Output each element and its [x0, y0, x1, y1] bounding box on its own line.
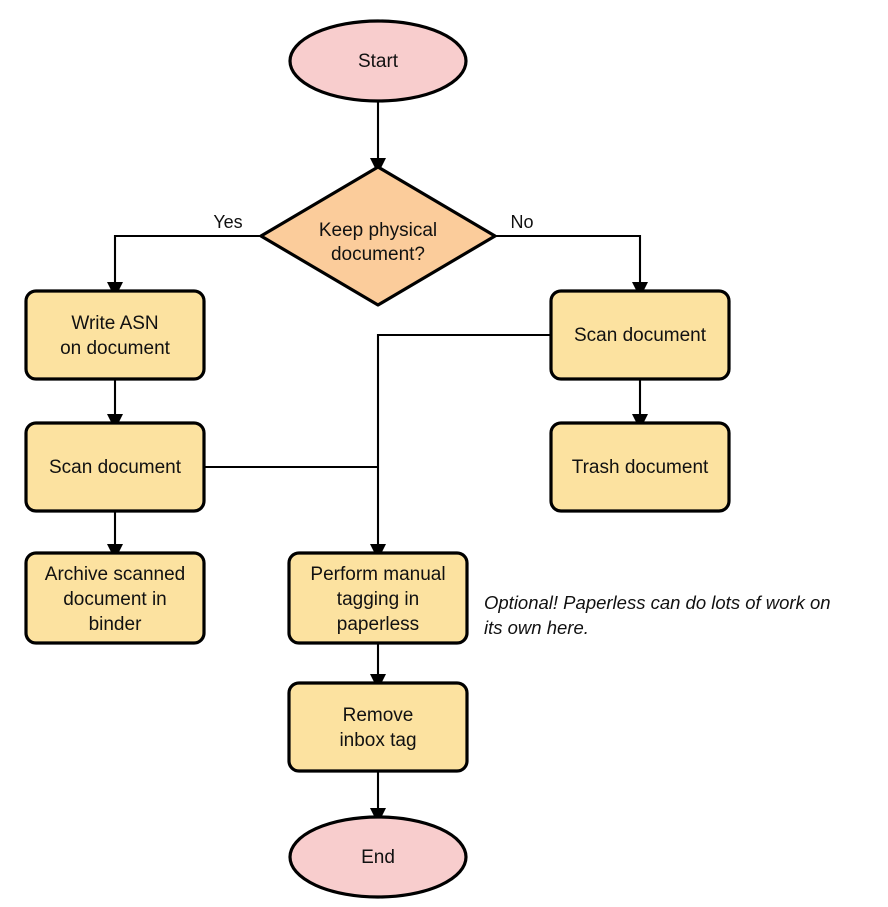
terminator-shape[interactable] — [288, 19, 468, 103]
node-scan-document-left[interactable]: Scan document — [24, 421, 206, 513]
annotation-optional-note-line1: Optional! Paperless can do lots of work … — [484, 592, 831, 613]
process-shape[interactable] — [24, 289, 206, 381]
annotation-optional-note-line2: its own here. — [484, 617, 589, 638]
node-end[interactable]: End — [288, 815, 468, 899]
edge-decision-no-to-scan-right: No — [495, 212, 648, 298]
node-label-start: Start — [358, 51, 399, 72]
decision-shape[interactable] — [259, 165, 497, 307]
node-label-archive-line2: document in — [63, 589, 167, 610]
terminator-shape[interactable] — [288, 815, 468, 899]
node-layer: Start Keep physical document? Write ASN … — [24, 19, 731, 899]
annotation-layer: Optional! Paperless can do lots of work … — [484, 592, 831, 638]
edge-line — [113, 234, 261, 284]
node-label-write-asn-line2: on document — [60, 338, 171, 359]
node-label-keep-physical-line1: Keep physical — [319, 220, 437, 241]
node-label-remove-inbox-line2: inbox tag — [339, 730, 416, 751]
node-archive-binder[interactable]: Archive scanned document in binder — [24, 551, 206, 645]
node-label-end: End — [361, 847, 395, 868]
process-shape[interactable] — [549, 289, 731, 381]
node-label-keep-physical-line2: document? — [331, 244, 425, 265]
node-label-scan-document-right: Scan document — [574, 325, 707, 346]
process-shape[interactable] — [24, 421, 206, 513]
node-label-manual-tagging-line1: Perform manual — [310, 564, 445, 585]
edge-label-no: No — [510, 212, 533, 232]
node-scan-document-right[interactable]: Scan document — [549, 289, 731, 381]
node-remove-inbox-tag[interactable]: Remove inbox tag — [287, 681, 469, 773]
node-label-remove-inbox-line1: Remove — [343, 705, 414, 726]
edge-decision-yes-to-write-asn: Yes — [107, 212, 261, 298]
process-shape[interactable] — [287, 681, 469, 773]
node-label-write-asn-line1: Write ASN — [71, 313, 158, 334]
node-label-trash-document: Trash document — [572, 457, 709, 478]
node-trash-document[interactable]: Trash document — [549, 421, 731, 513]
node-manual-tagging[interactable]: Perform manual tagging in paperless — [287, 551, 469, 645]
node-start[interactable]: Start — [288, 19, 468, 103]
process-shape[interactable] — [287, 551, 469, 645]
node-label-manual-tagging-line2: tagging in — [337, 589, 419, 610]
node-label-manual-tagging-line3: paperless — [337, 614, 419, 635]
edge-label-yes: Yes — [213, 212, 242, 232]
node-label-archive-line3: binder — [89, 614, 142, 635]
node-label-archive-line1: Archive scanned — [45, 564, 185, 585]
node-label-scan-document-left: Scan document — [49, 457, 182, 478]
node-write-asn[interactable]: Write ASN on document — [24, 289, 206, 381]
edge-line — [376, 333, 551, 546]
node-keep-physical-document[interactable]: Keep physical document? — [259, 165, 497, 307]
process-shape[interactable] — [24, 551, 206, 645]
edge-scan-right-to-manual-tagging — [370, 333, 551, 560]
process-shape[interactable] — [549, 421, 731, 513]
edge-line — [495, 234, 642, 284]
edge-start-to-decision — [370, 101, 386, 174]
